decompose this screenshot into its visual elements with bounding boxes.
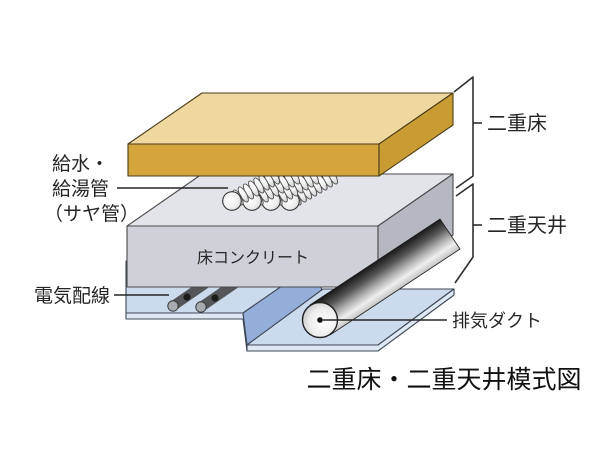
leader-lines bbox=[114, 187, 447, 321]
bracket-double-ceiling bbox=[454, 183, 474, 284]
wire-clamp-dot bbox=[183, 293, 191, 301]
label-supply-pipes-line1: 給水・ bbox=[52, 153, 109, 175]
label-exhaust-duct: 排気ダクト bbox=[452, 311, 542, 331]
diagram-caption: 二重床・二重天井模式図 bbox=[306, 366, 581, 394]
label-double-floor: 二重床 bbox=[487, 112, 547, 135]
floor-side-face bbox=[378, 92, 454, 177]
wire-end-cap bbox=[167, 300, 179, 312]
bracket-double-floor bbox=[453, 76, 474, 189]
brackets bbox=[453, 76, 482, 284]
concrete-slab bbox=[126, 173, 454, 288]
sheath-pipe bbox=[222, 168, 280, 211]
ceiling-front-edge-left bbox=[125, 312, 248, 352]
wire-clamp-dot bbox=[211, 294, 219, 302]
floor-panel bbox=[127, 92, 454, 177]
exhaust-duct bbox=[301, 218, 461, 339]
wire-end-cap bbox=[195, 301, 207, 313]
floor-front-face bbox=[127, 143, 380, 177]
sheath-pipes bbox=[222, 168, 338, 211]
label-floor-concrete: 床コンクリート bbox=[197, 249, 309, 267]
label-electrical-wiring: 電気配線 bbox=[34, 285, 110, 307]
label-supply-pipes-line2: 給湯管 bbox=[52, 178, 109, 200]
label-double-ceiling: 二重天井 bbox=[487, 214, 567, 237]
duct-center-dot bbox=[317, 317, 323, 323]
label-supply-pipes-line3: （サヤ管） bbox=[44, 203, 139, 225]
